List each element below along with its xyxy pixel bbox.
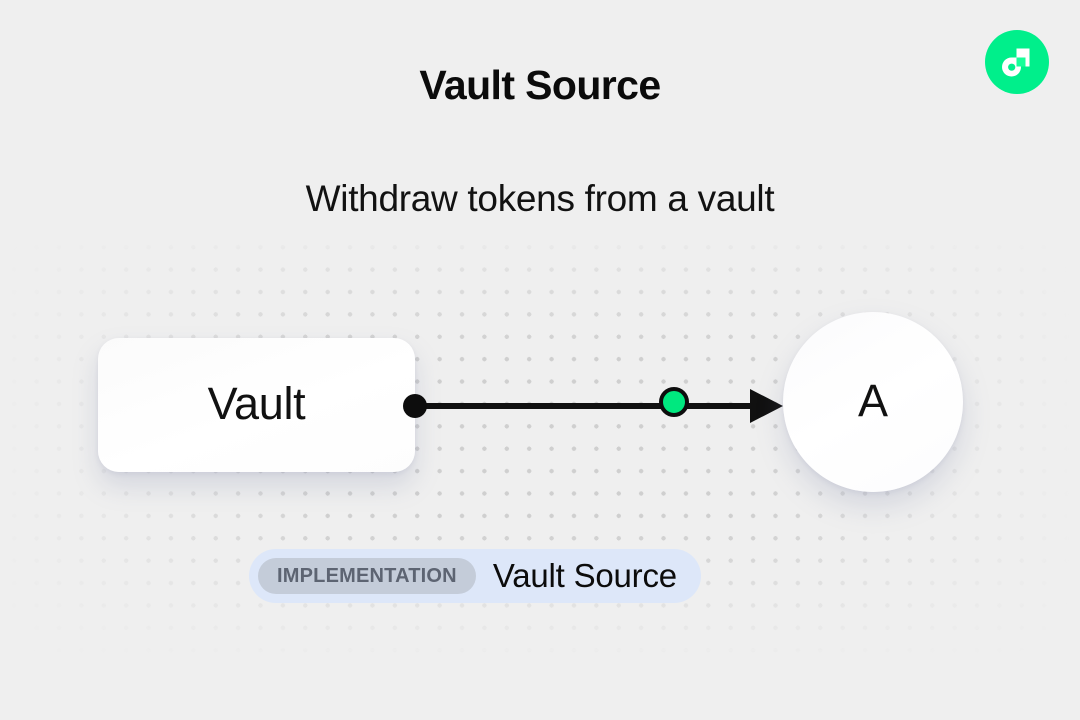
- arrow-right-icon: [750, 389, 783, 423]
- source-connector-dot-icon[interactable]: [403, 394, 427, 418]
- graph-edge-midpoint-node[interactable]: [659, 387, 689, 417]
- implementation-bar: IMPLEMENTATION Vault Source: [249, 549, 701, 603]
- graph-node-a-label: A: [857, 375, 888, 426]
- page-subtitle: Withdraw tokens from a vault: [305, 178, 775, 219]
- page-title: Vault Source: [419, 62, 661, 108]
- implementation-badge: IMPLEMENTATION: [258, 558, 476, 594]
- graph-edge-line: [415, 403, 770, 409]
- implementation-name: Vault Source: [492, 557, 677, 594]
- graph-node-a[interactable]: A: [783, 312, 963, 492]
- graph-node-vault[interactable]: Vault: [98, 338, 415, 472]
- flow-logo-icon: [985, 30, 1049, 94]
- graph-node-vault-label: Vault: [207, 378, 306, 429]
